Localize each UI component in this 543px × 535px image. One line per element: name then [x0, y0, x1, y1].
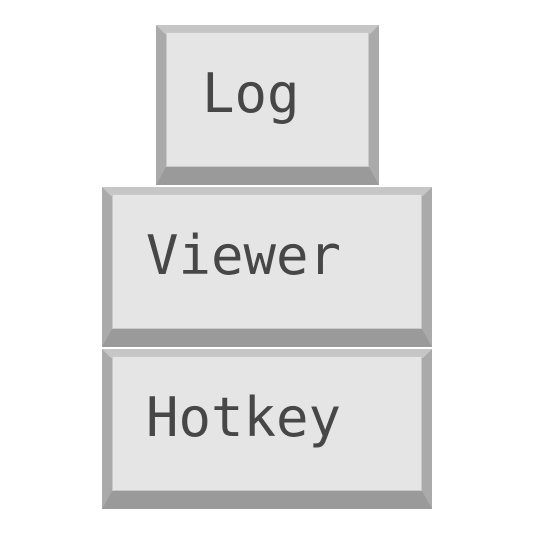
- viewer-key-label: Viewer: [146, 224, 342, 287]
- key-face: [166, 32, 369, 167]
- key-face: [112, 356, 422, 491]
- log-key-button[interactable]: Log: [156, 25, 379, 185]
- hotkey-key-label: Hotkey: [146, 386, 342, 449]
- viewer-key-button[interactable]: Viewer: [102, 187, 432, 347]
- hotkey-key-button[interactable]: Hotkey: [102, 349, 432, 509]
- log-key-label: Log: [202, 62, 300, 125]
- key-face: [112, 194, 422, 329]
